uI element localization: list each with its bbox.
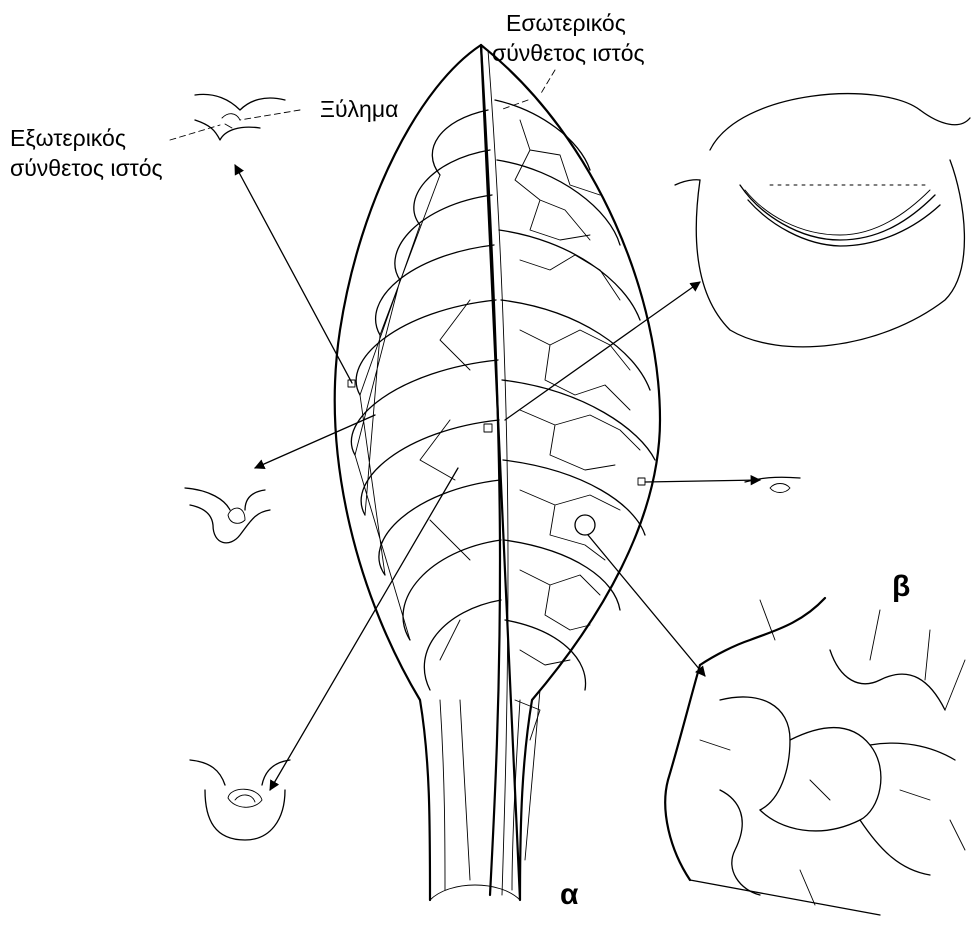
external-tissue-label-line2: σύνθετος ιστός — [10, 157, 163, 180]
xylem-label: Ξύλημα — [320, 98, 398, 121]
midrib-cross-section — [675, 94, 970, 347]
cross-section-bottom-left — [190, 760, 290, 840]
petiole-veins — [440, 690, 540, 890]
external-tissue-label-line1: Εξωτερικός — [10, 127, 126, 150]
cross-section-right-small — [745, 477, 800, 492]
internal-tissue-label-line1: Εσωτερικός — [506, 12, 626, 35]
right-reticulate-venation — [348, 100, 655, 740]
cross-section-top-left — [195, 94, 285, 140]
panel-a-label: α — [560, 880, 578, 910]
internal-tissue-label-line2: σύνθετος ιστός — [492, 42, 645, 65]
leaf-outline — [335, 45, 660, 900]
panel-b-label: β — [892, 572, 910, 602]
midrib — [481, 45, 508, 895]
cross-section-left-middle — [185, 488, 270, 543]
areole-detail-beta — [665, 598, 965, 915]
